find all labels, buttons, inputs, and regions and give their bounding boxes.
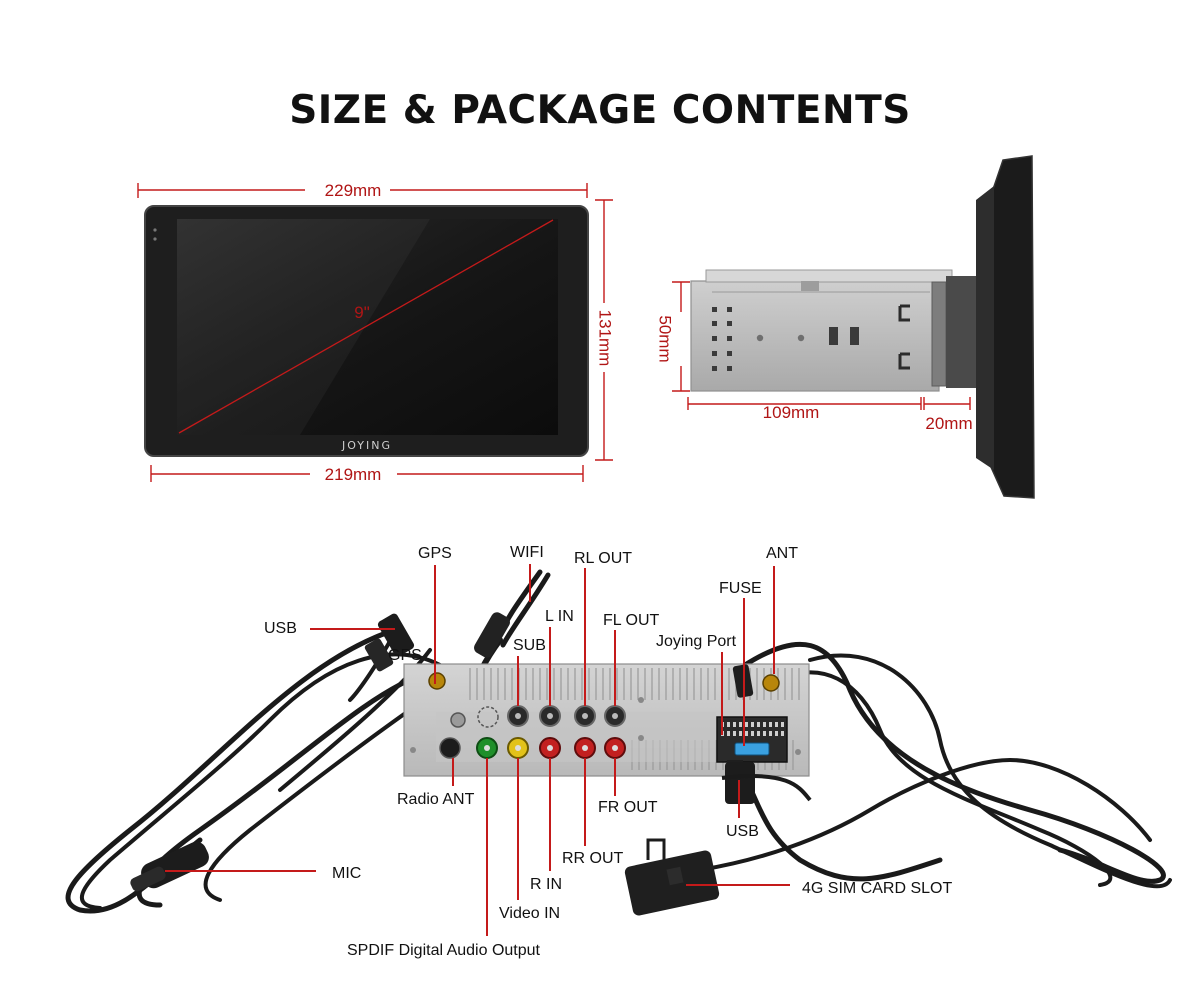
label-l-in: L IN <box>545 608 574 625</box>
back-panel-diagram: GPS GPS WIFI RL OUT ANT FUSE L IN FL OUT… <box>65 544 1172 959</box>
ant-port <box>762 674 780 692</box>
usb-left-plug <box>364 613 415 672</box>
dim-depth <box>687 397 922 410</box>
sim-card-box <box>624 838 720 916</box>
label-usb-top: USB <box>264 620 297 637</box>
label-sim-slot: 4G SIM CARD SLOT <box>802 880 952 897</box>
device-screen <box>177 219 558 435</box>
label-r-in: R IN <box>530 876 562 893</box>
dim-bottom-width <box>150 465 584 482</box>
label-wifi: WIFI <box>510 544 544 561</box>
dim-front-depth-label: 20mm <box>925 414 972 433</box>
label-fr-out: FR OUT <box>598 799 658 816</box>
label-gps: GPS <box>418 545 452 562</box>
dim-bottom-width-label: 219mm <box>325 465 382 484</box>
gps-cable-tag: GPS <box>388 647 422 664</box>
front-view: 229mm JOYING 9" 131mm 219mm <box>137 181 615 484</box>
dim-top-width-label: 229mm <box>325 181 382 200</box>
label-radio-ant: Radio ANT <box>397 791 475 808</box>
label-fuse: FUSE <box>719 580 762 597</box>
right-cable-loom <box>698 641 1172 889</box>
dim-front-depth <box>923 397 971 410</box>
label-ant: ANT <box>766 545 798 562</box>
chassis-body <box>690 280 940 392</box>
mic-plug <box>130 841 209 892</box>
page-title: SIZE & PACKAGE CONTENTS <box>289 88 911 133</box>
side-view: 50mm 109mm 20mm <box>656 155 1035 499</box>
diagonal-line <box>178 219 554 434</box>
rear-connectors <box>410 664 801 776</box>
label-sub: SUB <box>513 637 546 654</box>
dim-height <box>595 199 613 461</box>
label-fl-out: FL OUT <box>603 612 660 629</box>
label-usb-bottom: USB <box>726 823 759 840</box>
label-mic: MIC <box>332 865 361 882</box>
dim-height-label: 131mm <box>596 310 615 367</box>
dim-depth-height-label: 50mm <box>656 315 675 362</box>
label-video-in: Video IN <box>499 905 560 922</box>
callout-lines <box>165 564 790 936</box>
dim-depth-height <box>672 281 690 392</box>
wifi-connector <box>474 612 510 658</box>
dim-depth-label: 109mm <box>763 403 820 422</box>
label-rl-out: RL OUT <box>574 550 632 567</box>
label-joying-port: Joying Port <box>656 633 737 650</box>
diagonal-label: 9" <box>354 303 370 322</box>
radio-ant-port <box>439 737 461 759</box>
dim-top-width <box>137 183 588 198</box>
brand-logo: JOYING <box>341 439 392 452</box>
label-rr-out: RR OUT <box>562 850 624 867</box>
label-spdif: SPDIF Digital Audio Output <box>347 942 541 959</box>
gps-port <box>428 672 446 690</box>
fuse <box>734 742 770 756</box>
